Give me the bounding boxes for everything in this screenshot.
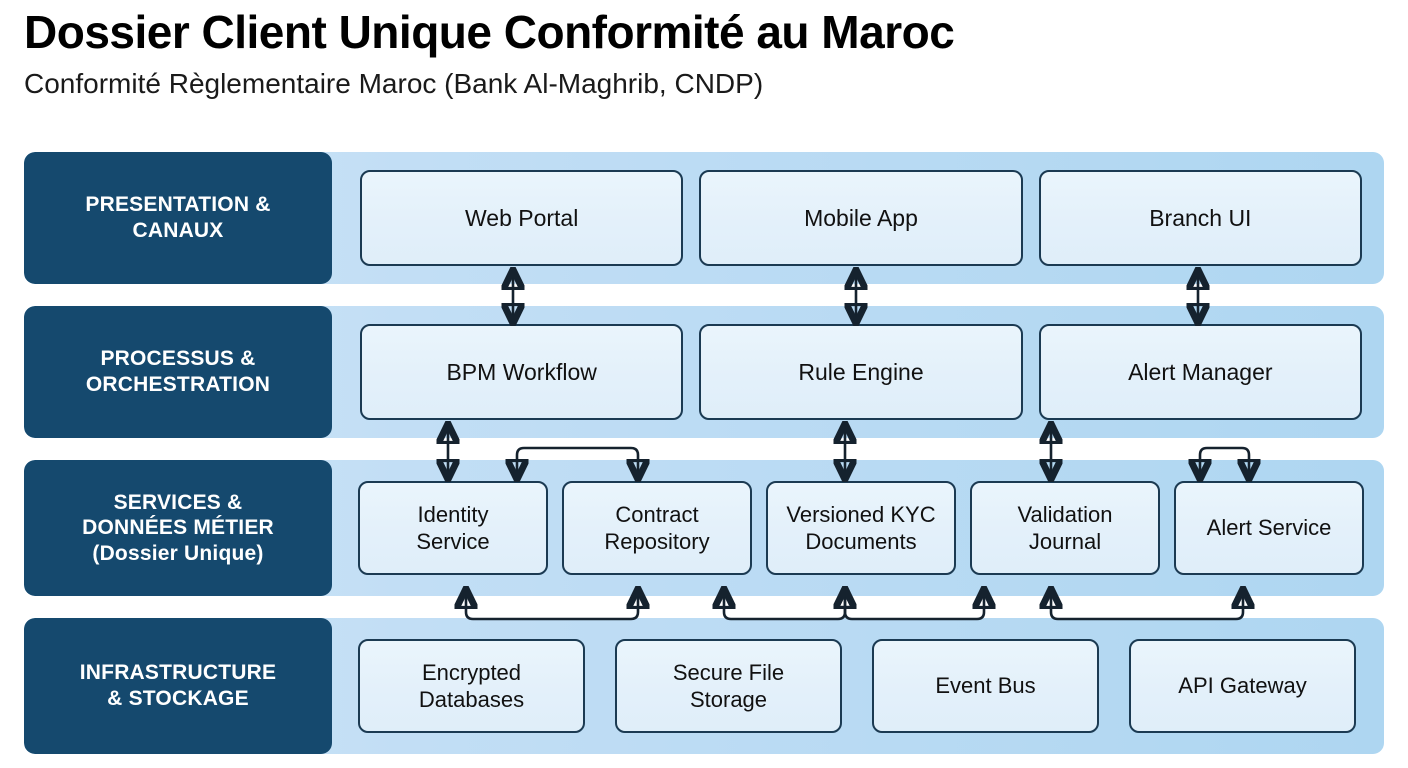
layer-label-text: PRESENTATION &CANAUX [85,193,271,242]
node-branch-ui[interactable]: Branch UI [1038,170,1362,266]
layer-label-processus: PROCESSUS &ORCHESTRATION [24,306,332,438]
layer-nodes-processus: BPM Workflow Rule Engine Alert Manager [332,306,1384,438]
node-label: BPM Workflow [446,358,597,385]
node-bpm-workflow[interactable]: BPM Workflow [360,324,684,420]
layer-label-text: SERVICES &DONNÉES MÉTIER(Dossier Unique) [82,490,274,565]
page-subtitle: Conformité Règlementaire Maroc (Bank Al-… [24,67,764,99]
layer-label-services: SERVICES &DONNÉES MÉTIER(Dossier Unique) [24,460,332,596]
layer-label-infrastructure: INFRASTRUCTURE& STOCKAGE [24,618,332,754]
node-api-gateway[interactable]: API Gateway [1129,639,1356,733]
node-web-portal[interactable]: Web Portal [360,170,684,266]
layer-label-text: INFRASTRUCTURE& STOCKAGE [79,661,277,710]
node-mobile-app[interactable]: Mobile App [699,170,1023,266]
node-label: Mobile App [804,204,918,231]
diagram-header: Dossier Client Unique Conformité au Maro… [24,6,1384,100]
layer-band-services: SERVICES &DONNÉES MÉTIER(Dossier Unique)… [24,460,1384,596]
node-event-bus[interactable]: Event Bus [872,639,1099,733]
layer-label-presentation: PRESENTATION &CANAUX [24,152,332,284]
layer-label-text: PROCESSUS &ORCHESTRATION [85,347,271,396]
node-label: API Gateway [1178,673,1307,699]
node-rule-engine[interactable]: Rule Engine [699,324,1023,420]
node-label: Branch UI [1149,204,1252,231]
layer-band-presentation: PRESENTATION &CANAUX Web Portal Mobile A… [24,152,1384,284]
layer-band-processus: PROCESSUS &ORCHESTRATION BPM Workflow Ru… [24,306,1384,438]
node-label: Alert Service [1206,515,1332,541]
node-label: Rule Engine [798,358,924,385]
node-label: Alert Manager [1128,358,1273,385]
node-label: Event Bus [935,673,1036,699]
page-title: Dossier Client Unique Conformité au Maro… [24,6,955,58]
node-alert-service[interactable]: Alert Service [1174,481,1364,575]
node-label: Web Portal [464,204,579,231]
layer-nodes-presentation: Web Portal Mobile App Branch UI [332,152,1384,284]
node-alert-manager[interactable]: Alert Manager [1038,324,1362,420]
